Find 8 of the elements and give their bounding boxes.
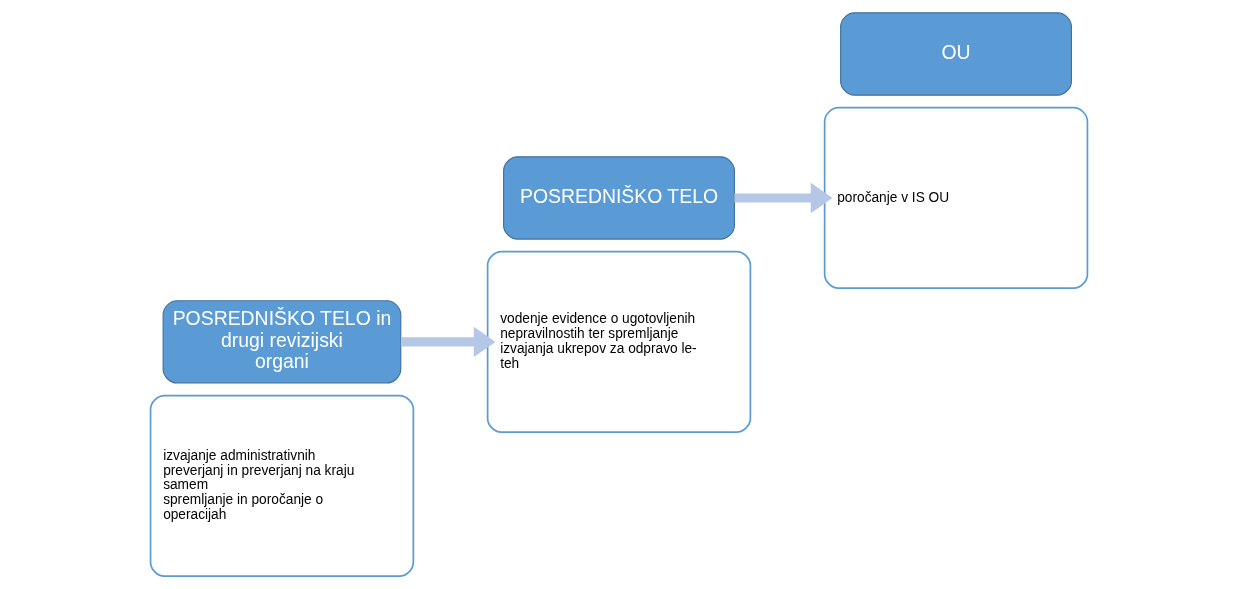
arrow bbox=[401, 326, 496, 358]
node-box: poročanje v IS OU bbox=[823, 106, 1089, 290]
node-box: izvajanje administrativnih preverjanj in preverjanj na kraju samem spremljanje in poročanje o operacijah bbox=[149, 394, 415, 577]
node-box: POSREDNIŠKO TELO in drugi revizijski organi bbox=[162, 300, 402, 384]
arrow bbox=[734, 182, 833, 214]
node-box: POSREDNIŠKO TELO bbox=[503, 156, 735, 240]
node-box: OU bbox=[840, 12, 1072, 96]
node-box: vodenje evidence o ugotovljenih nepravilnostih ter spremljanje izvajanja ukrepov za odpravo le-teh bbox=[486, 250, 752, 434]
